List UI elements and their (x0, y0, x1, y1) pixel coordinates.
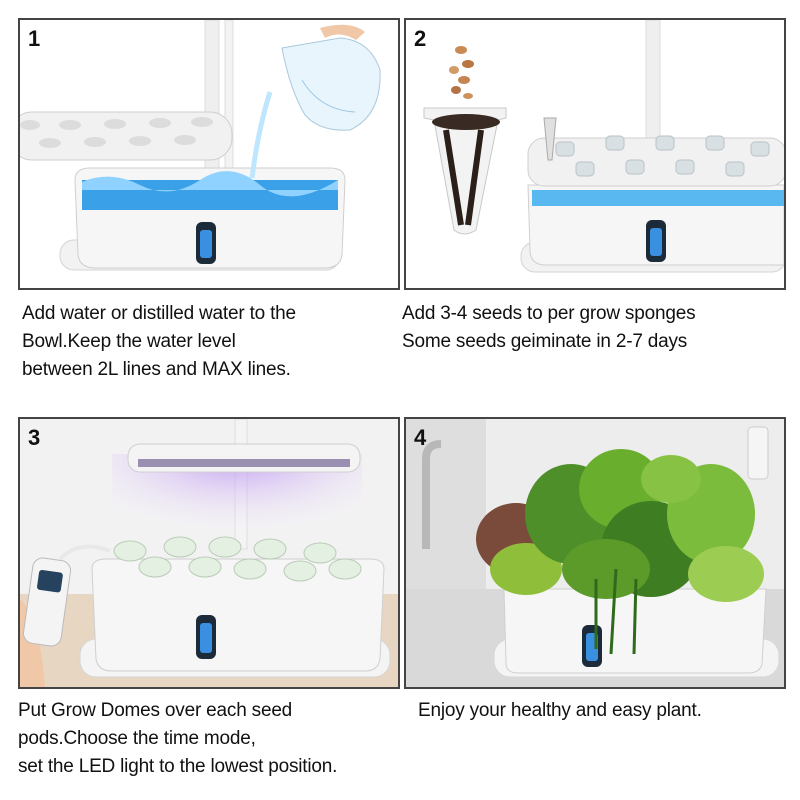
caption-line: set the LED light to the lowest position… (18, 756, 338, 777)
step-1-illustration (20, 20, 381, 271)
step-4-number: 4 (414, 425, 427, 450)
caption-line: Add water or distilled water to the (22, 303, 296, 324)
step-3-illustration (20, 419, 398, 687)
step-2-number: 2 (414, 26, 427, 51)
step-3-number: 3 (28, 425, 41, 450)
step-1-caption: Add water or distilled water to the Bowl… (22, 300, 296, 384)
step-4-illustration (406, 419, 784, 687)
caption-line: Bowl.Keep the water level (22, 331, 236, 352)
caption-line: between 2L lines and MAX lines. (22, 359, 291, 380)
grow-domes (113, 536, 362, 582)
grow-lid (527, 117, 784, 187)
step-3-panel: 3 (18, 417, 400, 689)
remote-control-icon (20, 544, 111, 687)
step-3-caption: Put Grow Domes over each seed pods.Choos… (18, 697, 337, 781)
caption-line: pods.Choose the time mode, (18, 728, 256, 749)
caption-line: Enjoy your healthy and easy plant. (418, 700, 702, 721)
step-2-illustration (423, 20, 784, 273)
step-4-caption: Enjoy your healthy and easy plant. (418, 697, 702, 725)
seed-pod-icon (423, 107, 507, 235)
water-bowl (74, 167, 346, 269)
grow-lid (20, 111, 233, 161)
caption-line: Add 3-4 seeds to per grow sponges (402, 303, 696, 324)
seeds-icon (449, 46, 474, 99)
water-pitcher-icon (281, 24, 381, 131)
step-1-number: 1 (28, 26, 41, 51)
step-2-caption: Add 3-4 seeds to per grow sponges Some s… (402, 300, 696, 356)
caption-line: Put Grow Domes over each seed (18, 700, 293, 721)
step-1-panel: 1 (18, 18, 400, 290)
plants-leaves (476, 449, 764, 655)
caption-line: Some seeds geiminate in 2-7 days (402, 331, 688, 352)
step-4-panel: 4 (404, 417, 786, 689)
step-2-panel: 2 (404, 18, 786, 290)
